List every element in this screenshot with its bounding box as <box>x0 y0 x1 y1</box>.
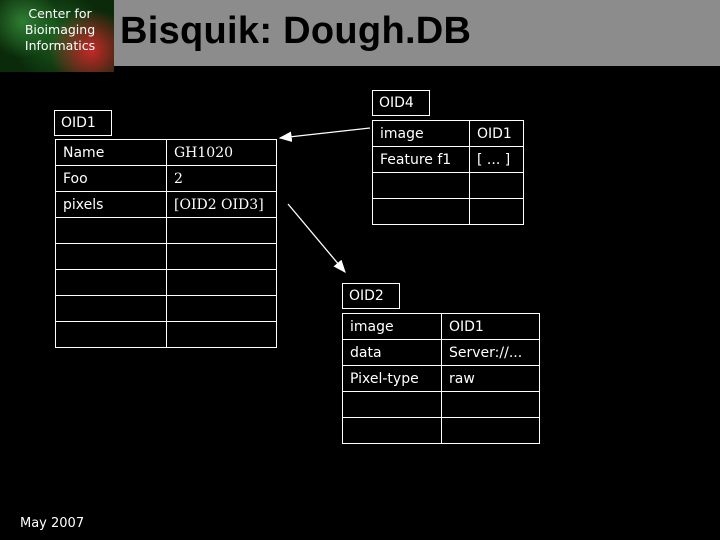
table-row <box>372 172 524 199</box>
row-value <box>166 217 277 244</box>
table-row <box>342 417 540 444</box>
table-row <box>55 243 277 270</box>
table-row <box>372 198 524 225</box>
header: Center for Bioimaging Informatics Bisqui… <box>0 0 720 72</box>
row-key <box>55 269 167 296</box>
logo-line-1: Center for <box>28 6 92 21</box>
row-key <box>55 217 167 244</box>
row-value <box>166 295 277 322</box>
row-value: GH1020 <box>166 139 277 166</box>
header-bar <box>114 0 720 66</box>
oid4-label: OID4 <box>372 90 430 116</box>
table-row <box>55 321 277 348</box>
oid1-label: OID1 <box>54 110 112 136</box>
row-key <box>372 172 470 199</box>
table-row: Feature f1[ ... ] <box>372 146 524 173</box>
arrow-pixels-to-oid2 <box>287 203 346 273</box>
row-key: image <box>342 313 442 340</box>
row-value <box>441 417 540 444</box>
page-title: Bisquik: Dough.DB <box>120 10 472 52</box>
logo: Center for Bioimaging Informatics <box>0 0 114 72</box>
arrow-oid4-to-oid1 <box>278 127 371 142</box>
oid2-label: OID2 <box>342 283 400 309</box>
row-key: image <box>372 120 470 147</box>
row-key <box>55 243 167 270</box>
row-key: Pixel-type <box>342 365 442 392</box>
row-key <box>342 391 442 418</box>
table-row <box>342 391 540 418</box>
row-key <box>372 198 470 225</box>
row-key: data <box>342 339 442 366</box>
row-value: OID1 <box>441 313 540 340</box>
table-row <box>55 269 277 296</box>
row-value <box>469 172 524 199</box>
row-value <box>441 391 540 418</box>
table-row <box>55 295 277 322</box>
row-value: raw <box>441 365 540 392</box>
row-value: Server://... <box>441 339 540 366</box>
row-value <box>166 243 277 270</box>
row-value <box>166 269 277 296</box>
footer-date: May 2007 <box>20 516 85 531</box>
table-row: pixels[OID2 OID3] <box>55 191 277 218</box>
logo-text: Center for Bioimaging Informatics <box>0 6 114 54</box>
row-value: OID1 <box>469 120 524 147</box>
row-value <box>166 321 277 348</box>
row-key <box>342 417 442 444</box>
row-key: Foo <box>55 165 167 192</box>
row-value: 2 <box>166 165 277 192</box>
logo-line-3: Informatics <box>24 38 96 53</box>
logo-line-2: Bioimaging <box>24 22 96 37</box>
row-key: Feature f1 <box>372 146 470 173</box>
row-value <box>469 198 524 225</box>
row-key: Name <box>55 139 167 166</box>
row-key <box>55 321 167 348</box>
row-key <box>55 295 167 322</box>
row-value: [ ... ] <box>469 146 524 173</box>
table-row <box>55 217 277 244</box>
row-key: pixels <box>55 191 167 218</box>
row-value: [OID2 OID3] <box>166 191 277 218</box>
